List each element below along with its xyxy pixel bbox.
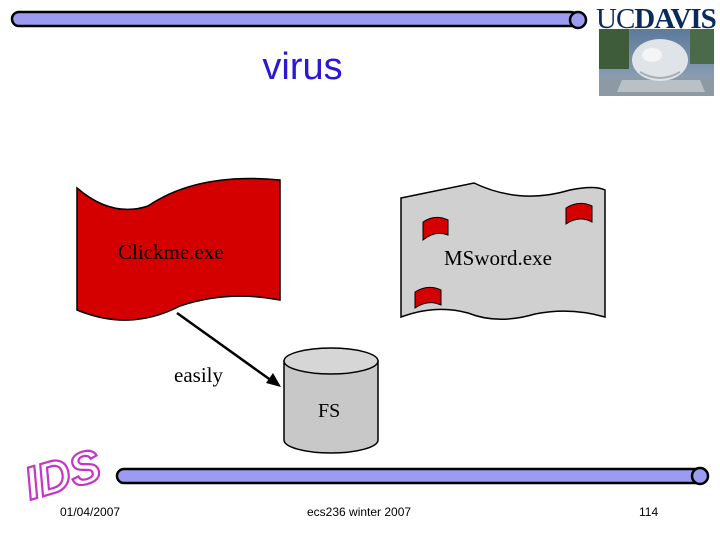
msword-document[interactable] [400,182,606,320]
clickme-label: Clickme.exe [118,240,224,264]
arrow-label: easily [174,363,223,387]
ucdavis-photo [599,29,714,96]
svg-text:IDS: IDS [18,438,106,509]
footer-course: ecs236 winter 2007 [307,505,412,519]
infection-flag [565,202,593,225]
clickme-document[interactable] [76,177,281,321]
ids-watermark: IDS [17,437,108,510]
slide-title: virus [262,46,343,88]
infection-flag [414,286,442,309]
infection-flag [422,216,449,242]
bottom-bar [115,466,710,486]
ucdavis-logo: UCDAVIS [596,3,717,36]
msword-label: MSword.exe [444,246,552,270]
page-number: 114 [639,505,659,519]
fs-label: FS [318,400,341,422]
infection-arrow [176,311,281,387]
footer-date: 01/04/2007 [60,505,121,519]
top-bar [10,10,588,30]
logo-name: DAVIS [634,3,717,35]
fs-cylinder[interactable] [283,347,379,454]
logo-prefix: UC [596,3,635,35]
